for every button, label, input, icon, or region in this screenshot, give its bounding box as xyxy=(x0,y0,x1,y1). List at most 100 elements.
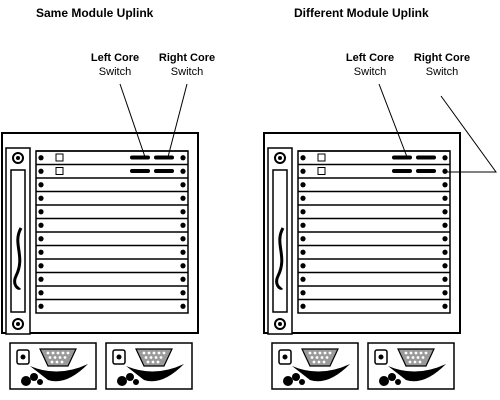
grille-hole xyxy=(325,356,329,359)
grille-hole xyxy=(142,351,146,355)
grille-hole xyxy=(413,360,417,364)
grille-hole xyxy=(406,356,410,359)
grille-hole xyxy=(162,351,166,355)
leader-left-core-1 xyxy=(119,83,146,158)
slot-screw-right xyxy=(180,290,186,296)
grille-hole xyxy=(159,356,163,359)
screw-icon-center xyxy=(16,322,20,326)
power-cord-swoosh xyxy=(30,364,88,382)
slot-screw-left xyxy=(300,303,306,309)
leader-right-core-1 xyxy=(167,83,188,158)
module-led-square xyxy=(55,153,64,162)
grille-hole xyxy=(55,360,59,364)
slot-screw-right xyxy=(442,236,448,242)
power-plug-icon xyxy=(126,373,134,381)
slot-screw-right xyxy=(442,168,448,174)
power-plug-icon xyxy=(379,376,389,386)
slot-screw-right xyxy=(180,276,186,282)
power-plug-icon xyxy=(388,373,396,381)
callout-lines xyxy=(119,83,497,173)
slot-screw-right xyxy=(180,182,186,188)
power-plug-icon xyxy=(117,376,127,386)
power-cord-swoosh xyxy=(292,364,350,382)
label-left-core-regular: Switch xyxy=(98,66,132,78)
label-left-core-bold: Left Core xyxy=(90,52,140,64)
grille-hole xyxy=(66,351,70,355)
module-led-square xyxy=(317,153,326,162)
label-left-core-switch-1: Left Core Switch xyxy=(80,51,150,79)
slot-screw-right xyxy=(442,263,448,269)
power-plug-icon xyxy=(299,379,305,385)
slot-screw-right xyxy=(442,222,448,228)
grille-hole xyxy=(56,351,60,355)
grille-hole xyxy=(409,351,413,355)
slot-screw-right xyxy=(180,155,186,161)
grille-hole xyxy=(154,356,158,359)
slot-screw-right xyxy=(442,290,448,296)
power-plug-icon xyxy=(21,376,31,386)
slot-screw-right xyxy=(442,276,448,282)
module-led-square xyxy=(317,167,326,175)
slot-screw-right xyxy=(180,263,186,269)
screw-icon-center xyxy=(278,156,282,160)
grille-hole xyxy=(48,356,52,359)
slot-screw-right xyxy=(442,209,448,215)
slot-screw-right xyxy=(180,195,186,201)
grille-hole xyxy=(317,360,321,364)
slot-screw-left xyxy=(300,276,306,282)
leader-right-core-2 xyxy=(440,95,497,173)
leader-left-core-2 xyxy=(378,83,408,158)
grille-hole xyxy=(322,360,326,364)
slot-screw-left xyxy=(300,236,306,242)
slot-screw-left xyxy=(38,303,44,309)
label-right-core-regular: Switch xyxy=(170,66,204,78)
label-right-core-bold: Right Core xyxy=(158,52,216,64)
grille-hole xyxy=(404,351,408,355)
label-right-core-switch-2: Right Core Switch xyxy=(407,51,477,79)
power-plug-icon xyxy=(395,379,401,385)
cable-curl xyxy=(275,227,285,290)
slot-screw-left xyxy=(38,155,44,161)
slot-screw-right xyxy=(180,303,186,309)
slot-screw-left xyxy=(38,182,44,188)
grille-hole xyxy=(50,360,54,364)
slot-screw-left xyxy=(300,155,306,161)
grille-hole xyxy=(416,356,420,359)
power-switch-dot xyxy=(378,354,384,360)
slot-screw-right xyxy=(442,182,448,188)
grille-hole xyxy=(51,351,55,355)
screw-icon-center xyxy=(16,156,20,160)
grille-hole xyxy=(146,360,150,364)
chassis-right xyxy=(263,132,461,390)
label-left-core-switch-2: Left Core Switch xyxy=(335,51,405,79)
grille-hole xyxy=(152,351,156,355)
slot-screw-left xyxy=(300,222,306,228)
power-plug-icon xyxy=(292,373,300,381)
grille-hole xyxy=(414,351,418,355)
slot-screw-right xyxy=(180,222,186,228)
slot-screw-left xyxy=(300,195,306,201)
slot-screw-right xyxy=(442,195,448,201)
label-left-core-bold: Left Core xyxy=(345,52,395,64)
screw-icon-center xyxy=(278,322,282,326)
power-cord-swoosh xyxy=(126,364,184,382)
label-left-core-regular: Switch xyxy=(353,66,387,78)
slot-screw-left xyxy=(300,168,306,174)
slot-screw-left xyxy=(38,209,44,215)
slot-screw-right xyxy=(180,236,186,242)
grille-hole xyxy=(418,360,422,364)
grille-hole xyxy=(157,351,161,355)
label-right-core-regular: Switch xyxy=(425,66,459,78)
slot-screw-right xyxy=(442,303,448,309)
slot-screw-right xyxy=(442,155,448,161)
label-right-core-bold: Right Core xyxy=(413,52,471,64)
slot-screw-right xyxy=(180,209,186,215)
slot-screw-left xyxy=(38,195,44,201)
slot-screw-left xyxy=(38,249,44,255)
grille-hole xyxy=(313,351,317,355)
slot-screw-left xyxy=(300,209,306,215)
grille-hole xyxy=(308,351,312,355)
grille-hole xyxy=(320,356,324,359)
label-right-core-switch-1: Right Core Switch xyxy=(152,51,222,79)
